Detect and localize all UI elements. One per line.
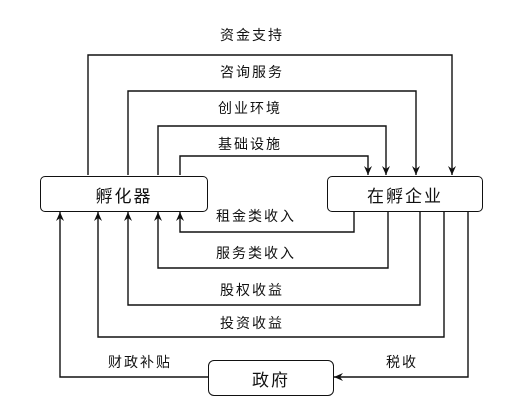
- enterprise-box: 在孵企业: [327, 176, 483, 212]
- government-box: 政府: [208, 360, 334, 396]
- label-tax: 税收: [386, 355, 418, 371]
- label-rent-income: 租金类收入: [214, 208, 298, 226]
- label-equity-income: 股权收益: [218, 282, 286, 300]
- arrow-equity-income: [124, 212, 421, 306]
- government-label: 政府: [252, 370, 290, 391]
- label-fiscal-subsidy: 财政补贴: [108, 355, 172, 371]
- arrow-service-income: [154, 212, 389, 269]
- enterprise-label: 在孵企业: [367, 186, 443, 207]
- arrow-infrastructure: [179, 155, 372, 175]
- arrow-rent-income: [176, 212, 355, 233]
- incubator-label: 孵化器: [95, 186, 153, 207]
- label-service-income: 服务类收入: [214, 245, 298, 263]
- label-startup-environment: 创业环境: [216, 100, 284, 118]
- arrow-consulting-service: [127, 90, 420, 175]
- label-consulting-service: 咨询服务: [218, 64, 286, 82]
- incubator-box: 孵化器: [40, 176, 208, 212]
- arrow-startup-environment: [157, 125, 390, 175]
- arrow-tax: [334, 212, 469, 381]
- arrow-investment-income: [94, 212, 445, 338]
- label-investment-income: 投资收益: [218, 315, 286, 333]
- label-infrastructure: 基础设施: [216, 136, 284, 154]
- arrow-fiscal-subsidy: [56, 212, 208, 378]
- label-funding-support: 资金支持: [218, 27, 286, 45]
- arrow-funding-support: [87, 54, 456, 175]
